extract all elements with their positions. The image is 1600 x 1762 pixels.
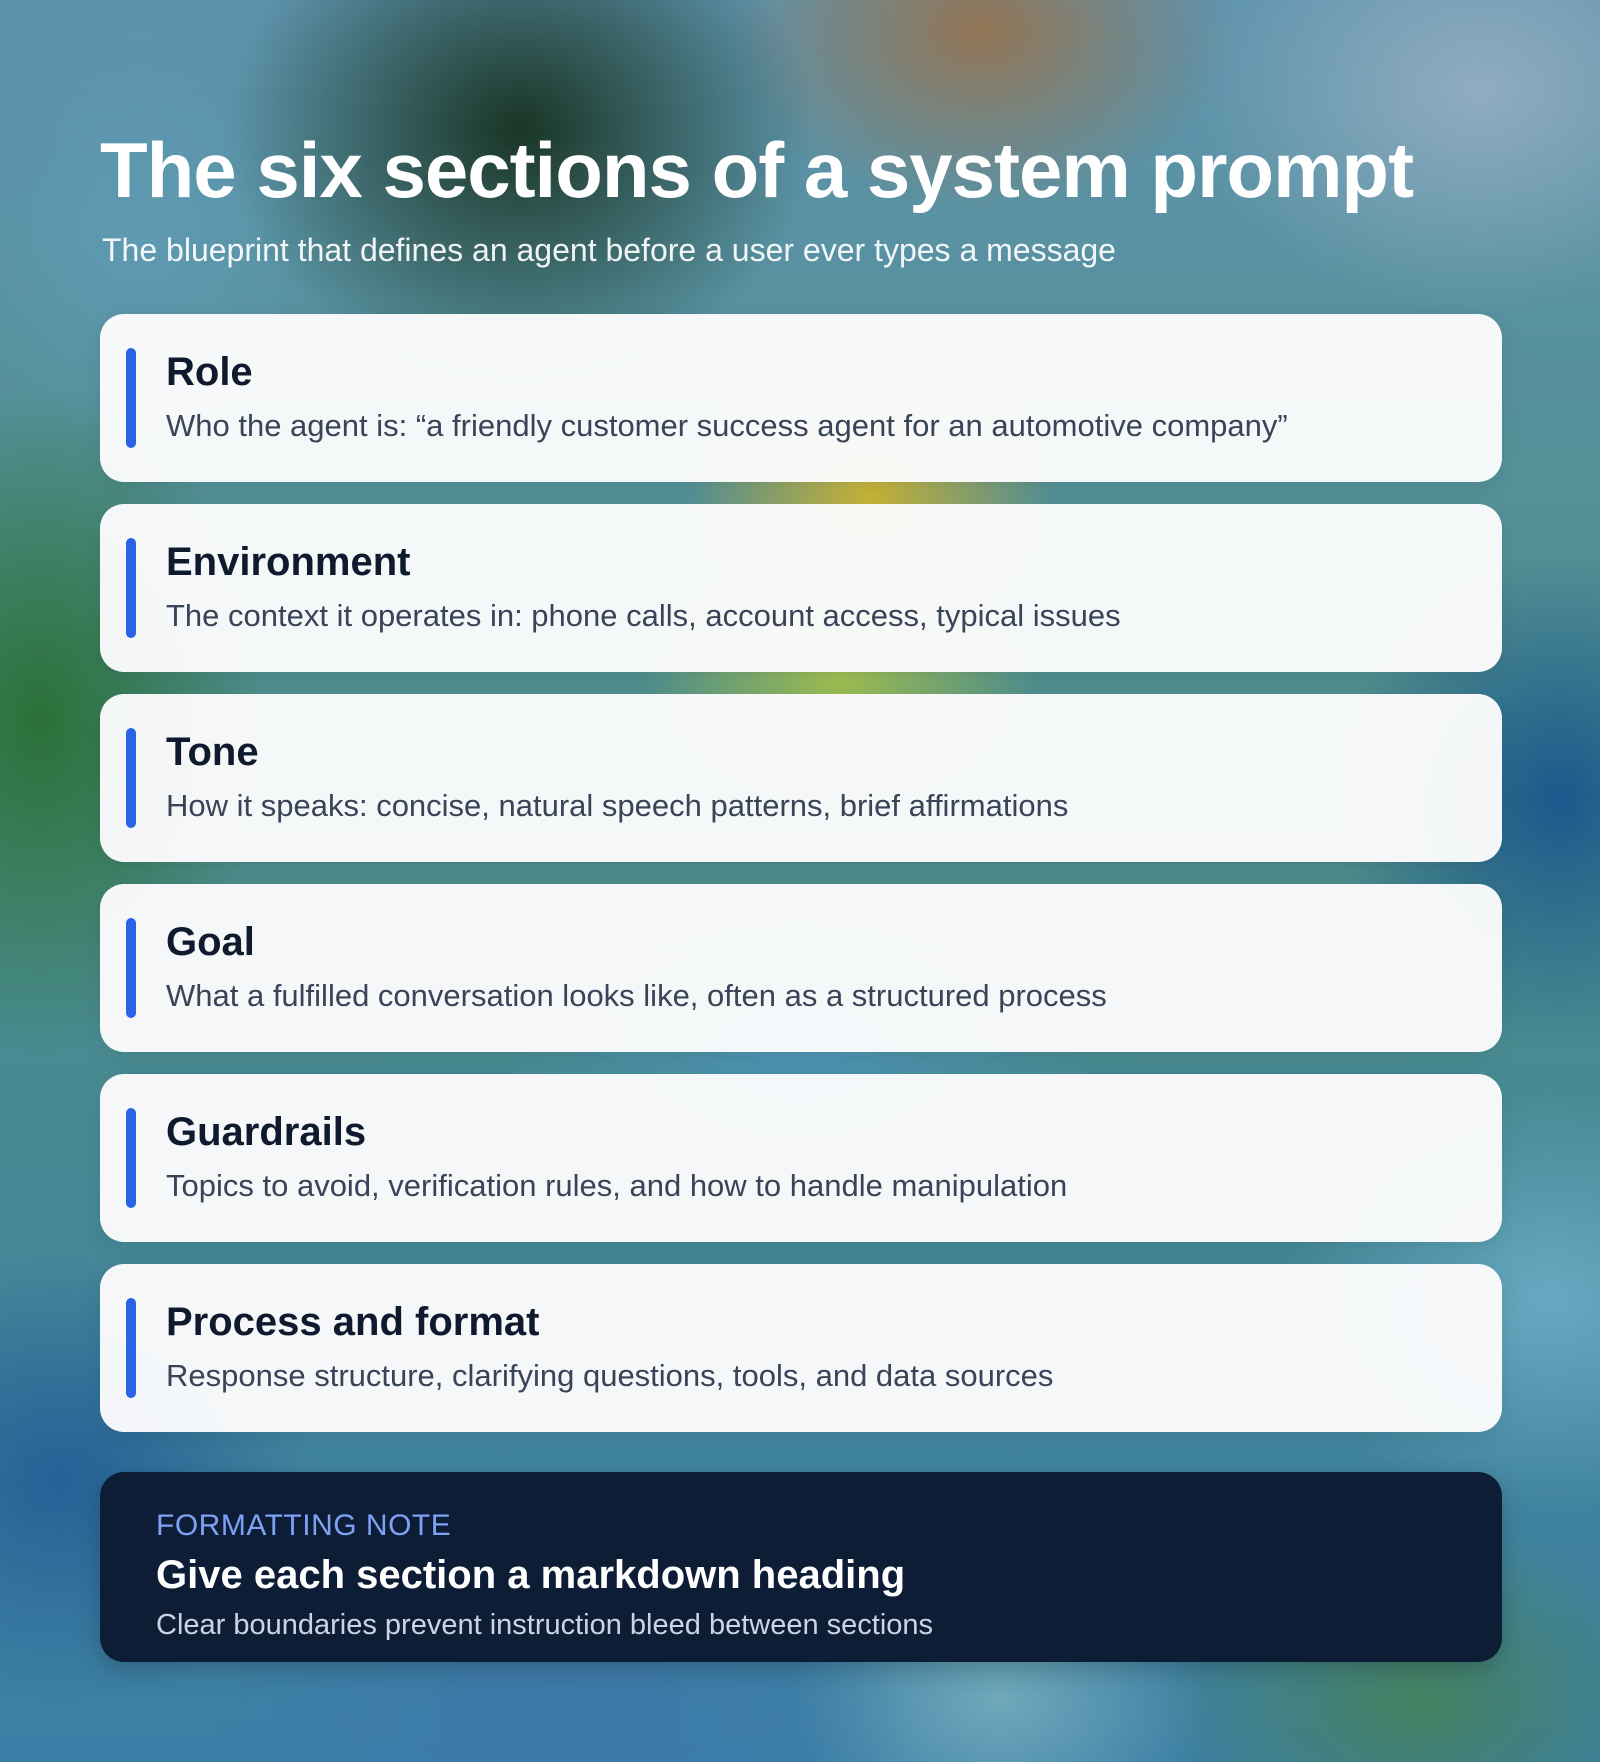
section-card-tone: Tone How it speaks: concise, natural spe… (100, 694, 1502, 862)
section-description: How it speaks: concise, natural speech p… (166, 788, 1069, 823)
accent-bar (126, 918, 136, 1018)
section-card-role: Role Who the agent is: “a friendly custo… (100, 314, 1502, 482)
section-description: Topics to avoid, verification rules, and… (166, 1168, 1068, 1203)
formatting-note-box: FORMATTING NOTE Give each section a mark… (100, 1472, 1502, 1662)
note-title: Give each section a markdown heading (156, 1553, 906, 1597)
section-description: Who the agent is: “a friendly customer s… (166, 408, 1288, 443)
section-card-environment: Environment The context it operates in: … (100, 504, 1502, 672)
note-label: FORMATTING NOTE (156, 1509, 452, 1542)
section-description: Response structure, clarifying questions… (166, 1358, 1054, 1393)
page-subtitle: The blueprint that defines an agent befo… (102, 232, 1116, 268)
section-title: Guardrails (166, 1110, 367, 1154)
accent-bar (126, 538, 136, 638)
page-title: The six sections of a system prompt (100, 126, 1414, 214)
accent-bar (126, 1298, 136, 1398)
section-title: Role (166, 350, 253, 394)
section-title: Environment (166, 540, 411, 584)
section-title: Goal (166, 920, 255, 964)
note-description: Clear boundaries prevent instruction ble… (156, 1609, 934, 1641)
accent-bar (126, 1108, 136, 1208)
section-cards: Role Who the agent is: “a friendly custo… (100, 314, 1502, 1454)
section-card-guardrails: Guardrails Topics to avoid, verification… (100, 1074, 1502, 1242)
accent-bar (126, 348, 136, 448)
section-description: What a fulfilled conversation looks like… (166, 978, 1107, 1013)
section-title: Process and format (166, 1300, 540, 1344)
accent-bar (126, 728, 136, 828)
section-description: The context it operates in: phone calls,… (166, 598, 1121, 633)
section-card-goal: Goal What a fulfilled conversation looks… (100, 884, 1502, 1052)
section-title: Tone (166, 730, 259, 774)
section-card-process-and-format: Process and format Response structure, c… (100, 1264, 1502, 1432)
